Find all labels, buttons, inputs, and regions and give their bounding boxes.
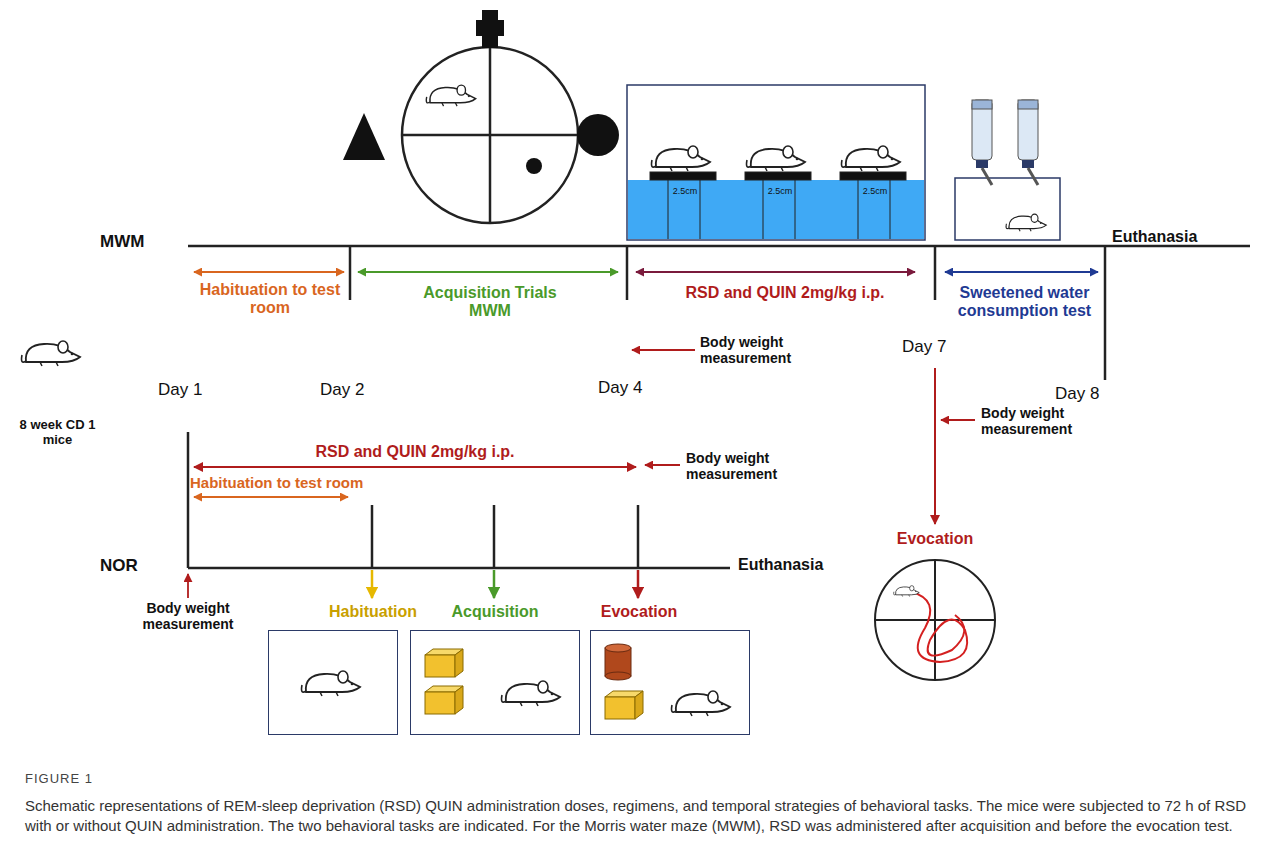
phase-label: Habituation to test room bbox=[192, 281, 348, 318]
phase-label: Acquisition Trials MWM bbox=[415, 284, 565, 321]
measure-note: Body weight measurement bbox=[686, 450, 796, 482]
dimension-label: 2.5cm bbox=[762, 186, 798, 196]
day-label: Day 1 bbox=[158, 380, 228, 400]
day-label: Day 2 bbox=[320, 380, 390, 400]
measure-note: Body weight measurement bbox=[128, 600, 248, 632]
subject-label: 8 week CD 1 mice bbox=[10, 418, 105, 448]
measure-note: Body weight measurement bbox=[981, 405, 1091, 437]
test-label: Evocation bbox=[870, 530, 1000, 548]
figure-caption: Schematic representations of REM-sleep d… bbox=[25, 796, 1257, 837]
test-box: Evocation bbox=[590, 630, 750, 735]
phase-label: RSD and QUIN 2mg/kg i.p. bbox=[255, 443, 575, 461]
day-label: Day 7 bbox=[902, 337, 962, 357]
phase-label: Sweetened water consumption test bbox=[942, 284, 1107, 321]
test-box: Habituation bbox=[268, 630, 398, 735]
day-label: Day 8 bbox=[1055, 384, 1125, 404]
figure-number: FIGURE 1 bbox=[25, 772, 225, 787]
row-label: NOR bbox=[100, 556, 170, 576]
end-label: Euthanasia bbox=[1112, 228, 1232, 246]
end-label: Euthanasia bbox=[738, 556, 858, 574]
box-heading: Acquisition bbox=[451, 603, 538, 621]
phase-label: Habituation to test room bbox=[190, 474, 410, 491]
box-heading: Habituation bbox=[329, 603, 417, 621]
phase-label: RSD and QUIN 2mg/kg i.p. bbox=[645, 284, 925, 302]
dimension-label: 2.5cm bbox=[857, 186, 893, 196]
day-label: Day 4 bbox=[598, 378, 668, 398]
dimension-label: 2.5cm bbox=[667, 186, 703, 196]
measure-note: Body weight measurement bbox=[700, 334, 810, 366]
test-box: Acquisition bbox=[410, 630, 580, 735]
row-label: MWM bbox=[100, 232, 170, 252]
box-heading: Evocation bbox=[601, 603, 677, 621]
